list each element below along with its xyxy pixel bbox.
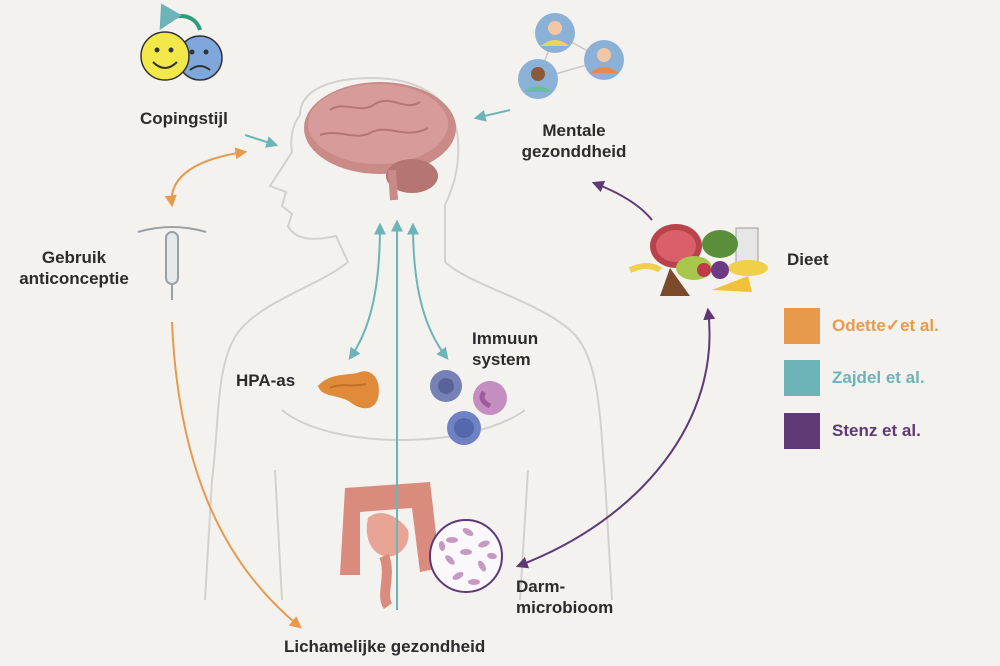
- zajdel-arrows: [244, 109, 511, 610]
- legend-item-zajdel: Zajdel et al.: [784, 359, 925, 397]
- label-mental-health: Mentale gezonddheid: [516, 120, 632, 162]
- legend-swatch-odette: [784, 308, 820, 344]
- label-immune-line2: system: [472, 350, 531, 369]
- label-microbiome-line2: microbioom: [516, 598, 614, 617]
- label-contraception-line1: Gebruik: [41, 248, 107, 267]
- label-immune: Immuun system: [472, 328, 538, 370]
- coping-faces-icon: [140, 3, 223, 81]
- label-microbiome: Darm- microbioom: [516, 576, 613, 618]
- legend-item-stenz: Stenz et al.: [784, 412, 921, 450]
- microbiome-circle-icon: [429, 519, 503, 593]
- label-mental-health-line2: gezonddheid: [521, 142, 627, 161]
- legend-swatch-zajdel: [784, 360, 820, 396]
- label-contraception: Gebruik anticonceptie: [4, 247, 144, 289]
- label-hpa: HPA-as: [236, 371, 296, 390]
- label-mental-health-line1: Mentale: [542, 121, 606, 140]
- label-immune-line1: Immuun: [472, 329, 539, 348]
- adrenal-gland-icon: [318, 371, 379, 409]
- legend-swatch-stenz: [784, 413, 820, 449]
- legend-label-odette: Odette✓et al.: [832, 316, 939, 335]
- intestine-icon: [340, 482, 440, 609]
- odette-arrows: [164, 147, 302, 629]
- label-contraception-line2: anticonceptie: [19, 269, 129, 288]
- legend-item-odette: Odette✓et al.: [784, 307, 939, 345]
- brain-icon: [304, 82, 456, 201]
- label-coping: Copingstijl: [140, 109, 228, 128]
- food-icon: [628, 224, 768, 296]
- stenz-arrows: [515, 180, 716, 569]
- immune-cells-icon: [430, 370, 507, 445]
- iud-icon: [137, 226, 207, 300]
- label-microbiome-line1: Darm-: [516, 577, 566, 596]
- label-diet: Dieet: [787, 250, 829, 269]
- legend-label-stenz: Stenz et al.: [832, 421, 921, 440]
- social-network-icon: [518, 13, 624, 99]
- legend-label-zajdel: Zajdel et al.: [832, 368, 925, 387]
- label-physical-health: Lichamelijke gezondheid: [284, 637, 486, 656]
